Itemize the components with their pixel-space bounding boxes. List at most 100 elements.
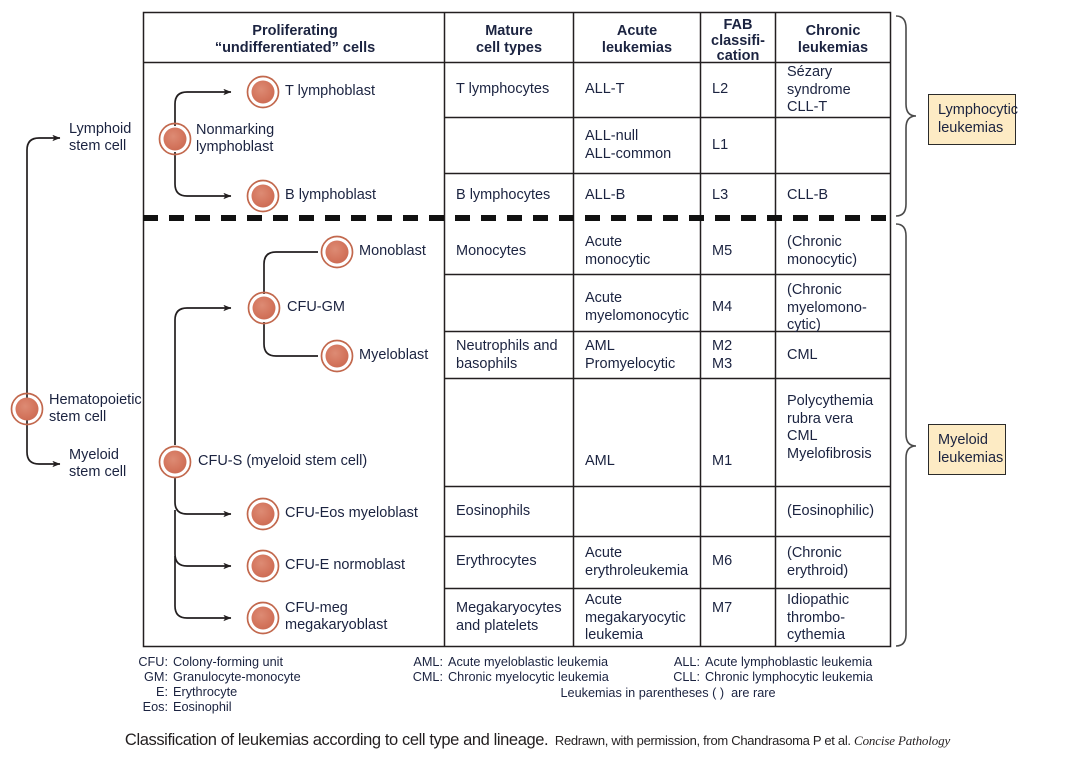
legend-abbr-cll: CLL: <box>673 670 700 684</box>
label-lymphoid-stem-cell: Lymphoid stem cell <box>69 121 132 154</box>
table-grid <box>142 11 892 648</box>
brace-lymphocytic <box>895 15 917 217</box>
header-line-2: cell types <box>475 40 543 56</box>
legend-text-e: Erythrocyte <box>173 685 238 699</box>
header-line-2: leukemias <box>797 40 869 56</box>
table-cell-mature: Eosinophils <box>456 503 531 519</box>
legend-text-all: Acute lymphoblastic leukemia <box>705 655 873 669</box>
table-cell-fab: M2 M3 <box>712 338 733 372</box>
label-cell-cfu-eos: CFU-Eos myeloblast <box>285 505 418 521</box>
caption-source-text: Redrawn, with permission, from Chandraso… <box>554 733 851 748</box>
table-cell-acute: Acute monocytic <box>585 234 651 268</box>
table-cell-chronic: Polycythemia rubra vera CML Myelofibrosi… <box>787 393 874 462</box>
table-cell-mature: Erythrocytes <box>456 553 537 569</box>
label-myeloid-stem-cell: Myeloid stem cell <box>69 447 127 480</box>
legend-text-aml: Acute myeloblastic leukemia <box>448 655 609 669</box>
legend-abbr-e: E: <box>156 685 168 699</box>
table-cell-fab: M1 <box>712 453 733 469</box>
cell-icon-cfu-e <box>246 549 280 583</box>
table-cell-chronic: CML <box>787 347 818 363</box>
table-cell-chronic: (Chronic monocytic) <box>787 234 858 268</box>
table-cell-chronic: Sézary syndrome CLL-T <box>787 64 851 115</box>
legend-text-eos: Eosinophil <box>173 700 232 714</box>
table-cell-chronic: (Eosinophilic) <box>787 503 875 519</box>
header-line-2: leukemias <box>601 40 673 56</box>
cell-icon-cfu-s <box>158 445 192 479</box>
table-cell-mature: B lymphocytes <box>456 187 551 203</box>
legend-abbr-cml: CML: <box>412 670 443 684</box>
callout-lymphocytic-leukemias: Lymphocytic leukemias <box>928 94 1018 145</box>
header-line-1: FAB <box>723 17 753 33</box>
table-cell-fab: M6 <box>712 553 733 569</box>
table-cell-fab: M4 <box>712 299 733 315</box>
table-cell-chronic: Idiopathic thrombo- cythemia <box>787 592 850 643</box>
cell-icon-b-lymphoblast <box>246 179 280 213</box>
table-cell-fab: M5 <box>712 243 733 259</box>
header-line-3: cation <box>716 48 760 64</box>
table-cell-fab: L1 <box>712 137 729 153</box>
label-cell-myeloblast: Myeloblast <box>359 347 429 363</box>
cell-icon-t-lymphoblast <box>246 75 280 109</box>
legend-abbr-gm: GM: <box>144 670 168 684</box>
table-cell-acute: Acute myelomonocytic <box>585 290 689 324</box>
column-header-proliferating: Proliferating“undifferentiated” cells <box>170 23 420 57</box>
table-cell-chronic: (Chronic myelomono- cytic) <box>787 282 867 333</box>
table-cell-chronic: CLL-B <box>787 187 829 203</box>
label-cell-cfu-e: CFU-E normoblast <box>285 557 406 573</box>
table-cell-mature: Megakaryocytes and platelets <box>456 600 562 634</box>
label-cell-cfu-s: CFU-S (myeloid stem cell) <box>198 453 368 469</box>
table-cell-acute: Acute megakaryocytic leukemia <box>585 592 686 643</box>
cell-icon-monoblast <box>320 235 354 269</box>
header-line-1: Chronic <box>805 23 861 39</box>
label-hematopoietic-stem-cell: Hematopoietic stem cell <box>49 392 142 425</box>
table-cell-fab: L3 <box>712 187 729 203</box>
legend-text-cll: Chronic lymphocytic leukemia <box>705 670 873 684</box>
table-cell-fab: M7 <box>712 600 733 616</box>
cell-icon-cfu-eos <box>246 497 280 531</box>
table-cell-acute: AML Promyelocytic <box>585 338 676 372</box>
legend-abbr-cfu: CFU: <box>138 655 168 669</box>
header-line-1: Proliferating <box>252 23 338 39</box>
legend-text-cfu: Colony-forming unit <box>173 655 284 669</box>
header-line-1: Acute <box>616 23 658 39</box>
legend-note: Leukemias in parentheses ( ) are rare <box>560 686 776 700</box>
table-cell-acute: AML <box>585 453 615 469</box>
legend-abbr-all: ALL: <box>673 655 700 669</box>
cell-icon-cfu-gm <box>247 291 281 325</box>
label-cell-b-lymphoblast: B lymphoblast <box>285 187 377 203</box>
table-cell-acute: ALL-B <box>585 187 626 203</box>
caption-source-title: Concise Pathology <box>854 733 951 748</box>
legend-text-gm: Granulocyte-monocyte <box>173 670 301 684</box>
header-line-2: “undifferentiated” cells <box>214 40 376 56</box>
table-cell-acute: Acute erythroleukemia <box>585 545 689 579</box>
table-cell-acute: ALL-null ALL-common <box>585 128 672 162</box>
cell-icon-hematopoietic <box>10 392 44 426</box>
legend-text-cml: Chronic myelocytic leukemia <box>448 670 609 684</box>
header-line-1: Mature <box>485 23 533 39</box>
caption-main-text: Classification of leukemias according to… <box>124 731 549 749</box>
table-cell-chronic: (Chronic erythroid) <box>787 545 849 579</box>
callout-myeloid-leukemias: Myeloid leukemias <box>928 424 1006 475</box>
legend-abbr-eos: Eos: <box>142 700 168 714</box>
brace-myeloid <box>895 223 917 647</box>
label-cell-cfu-gm: CFU-GM <box>287 299 345 315</box>
figure-caption: Classification of leukemias according to… <box>0 731 1075 750</box>
table-cell-mature: T lymphocytes <box>456 81 550 97</box>
table-cell-fab: L2 <box>712 81 729 97</box>
cell-icon-myeloblast <box>320 339 354 373</box>
label-cell-t-lymphoblast: T lymphoblast <box>285 83 375 99</box>
legend-abbr-aml: AML: <box>413 655 443 669</box>
header-line-2: classifi- <box>711 32 765 49</box>
table-cell-mature: Neutrophils and basophils <box>456 338 558 372</box>
table-cell-acute: ALL-T <box>585 81 625 97</box>
label-cell-monoblast: Monoblast <box>359 243 426 259</box>
label-cell-nonmarking: Nonmarking lymphoblast <box>196 122 275 155</box>
label-cell-cfu-meg: CFU-meg megakaryoblast <box>285 600 388 633</box>
cell-icon-cfu-meg <box>246 601 280 635</box>
